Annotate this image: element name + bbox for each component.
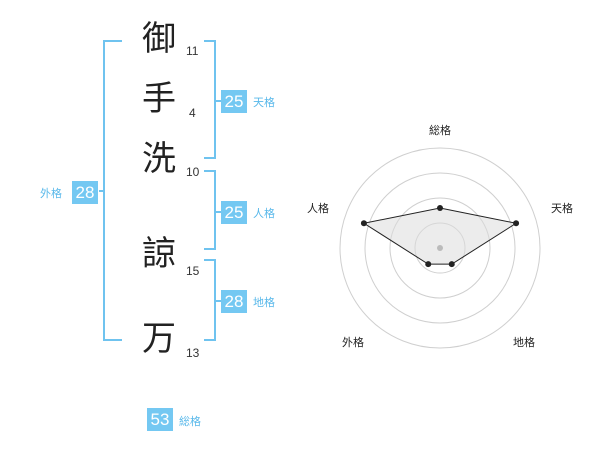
radar-score-dot (425, 261, 432, 268)
chikaku-badge: 28 (221, 290, 247, 313)
stroke-count-1: 11 (186, 44, 199, 58)
tenkaku-bracket-tick (216, 100, 222, 102)
radar-score-dot (437, 205, 443, 211)
gaikaku-badge: 28 (72, 181, 98, 204)
radar-score-dot (513, 220, 520, 227)
jinkaku-bracket (204, 170, 216, 250)
radar-axis-label-gaikaku: 外格 (342, 335, 364, 349)
radar-axis-label-jinkaku: 人格 (307, 201, 329, 215)
name-char-3: 洗 (142, 139, 176, 179)
chikaku-bracket (204, 259, 216, 341)
tenkaku-bracket (204, 40, 216, 159)
radar-axis-label-soukaku: 総格 (429, 123, 451, 137)
soukaku-badge: 53 (147, 408, 173, 431)
radar-axis-label-chikaku: 地格 (513, 335, 535, 349)
stroke-count-5: 13 (186, 346, 200, 360)
stroke-count-2: 4 (189, 106, 196, 120)
radar-grid-ring (339, 147, 541, 349)
tenkaku-label: 天格 (253, 96, 275, 109)
gaikaku-label: 外格 (40, 187, 62, 200)
jinkaku-badge: 25 (221, 201, 247, 224)
chikaku-bracket-tick (216, 300, 222, 302)
radar-grid-ring (389, 197, 491, 299)
soukaku-label: 総格 (179, 415, 201, 428)
radar-score-dots (360, 205, 520, 268)
gaikaku-bracket-tick (99, 190, 105, 192)
radar-score-dot (448, 261, 455, 268)
jinkaku-label: 人格 (253, 207, 275, 220)
radar-axis-label-tenkaku: 天格 (551, 201, 573, 215)
name-char-4: 諒 (142, 234, 176, 274)
jinkaku-bracket-tick (216, 211, 222, 213)
stroke-count-4: 15 (186, 264, 200, 278)
radar-score-dot (360, 220, 367, 227)
stroke-count-3: 10 (186, 165, 200, 179)
name-char-2: 手 (142, 79, 176, 119)
tenkaku-badge: 25 (221, 90, 247, 113)
radar-grid-ring (364, 172, 516, 324)
name-char-5: 万 (142, 319, 176, 359)
name-char-1: 御 (142, 19, 176, 59)
radar-score-area (362, 207, 518, 265)
chikaku-label: 地格 (253, 296, 275, 309)
radar-center-dot (437, 245, 443, 251)
